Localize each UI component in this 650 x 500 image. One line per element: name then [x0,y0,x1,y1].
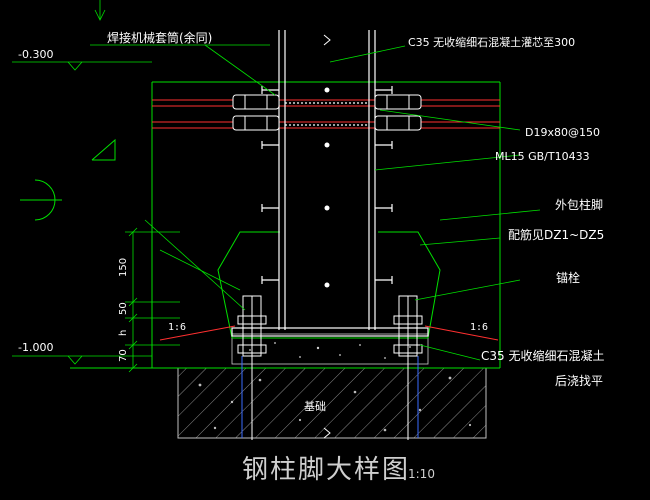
encasement-outline [70,81,501,369]
slope-right: 1:6 [470,322,488,333]
slope-left: 1:6 [168,322,186,333]
dim-50: 50 [118,302,129,315]
dim-150: 150 [118,258,129,277]
anchor-label: 锚栓 [556,270,580,285]
level-top-text: -0.300 [18,48,53,61]
foundation-block: 基础 [177,367,487,439]
mechanical-sleeves [232,94,422,131]
anchor-bolts [237,295,423,440]
level-bottom-text: -1.000 [18,341,53,354]
leader-lines [90,0,541,361]
drawing-title: 钢柱脚大样图 [242,455,410,485]
foundation-label: 基础 [304,400,326,413]
drawing-scale: 1:10 [408,467,435,481]
post-pour-label: 后浇找平 [555,374,603,388]
dimension-chain [125,227,180,373]
blue-edges [241,356,419,438]
rebar-lines [152,99,500,341]
rebar-ref-label: 配筋见DZ1~DZ5 [508,227,604,242]
c35-grout-label: C35 无收缩细石混凝土 [481,348,604,363]
column-break-marks [323,34,331,439]
level-bottom: -1.000 [12,341,152,365]
ml15-label: ML15 GB/T10433 [495,150,590,163]
dim-70: 70 [118,349,129,362]
grout-layer [231,333,429,365]
shear-studs [261,86,393,284]
section-marks [20,138,116,221]
level-top: -0.300 [12,48,152,71]
steel-column [231,30,429,337]
stud-label: D19x80@150 [525,126,600,139]
encased-label: 外包柱脚 [555,197,603,212]
weld-sleeve-label: 焊接机械套筒(余同) [107,30,212,45]
dim-h: h [118,330,129,336]
c35-core-label: C35 无收缩细石混凝土灌芯至300 [408,35,575,49]
